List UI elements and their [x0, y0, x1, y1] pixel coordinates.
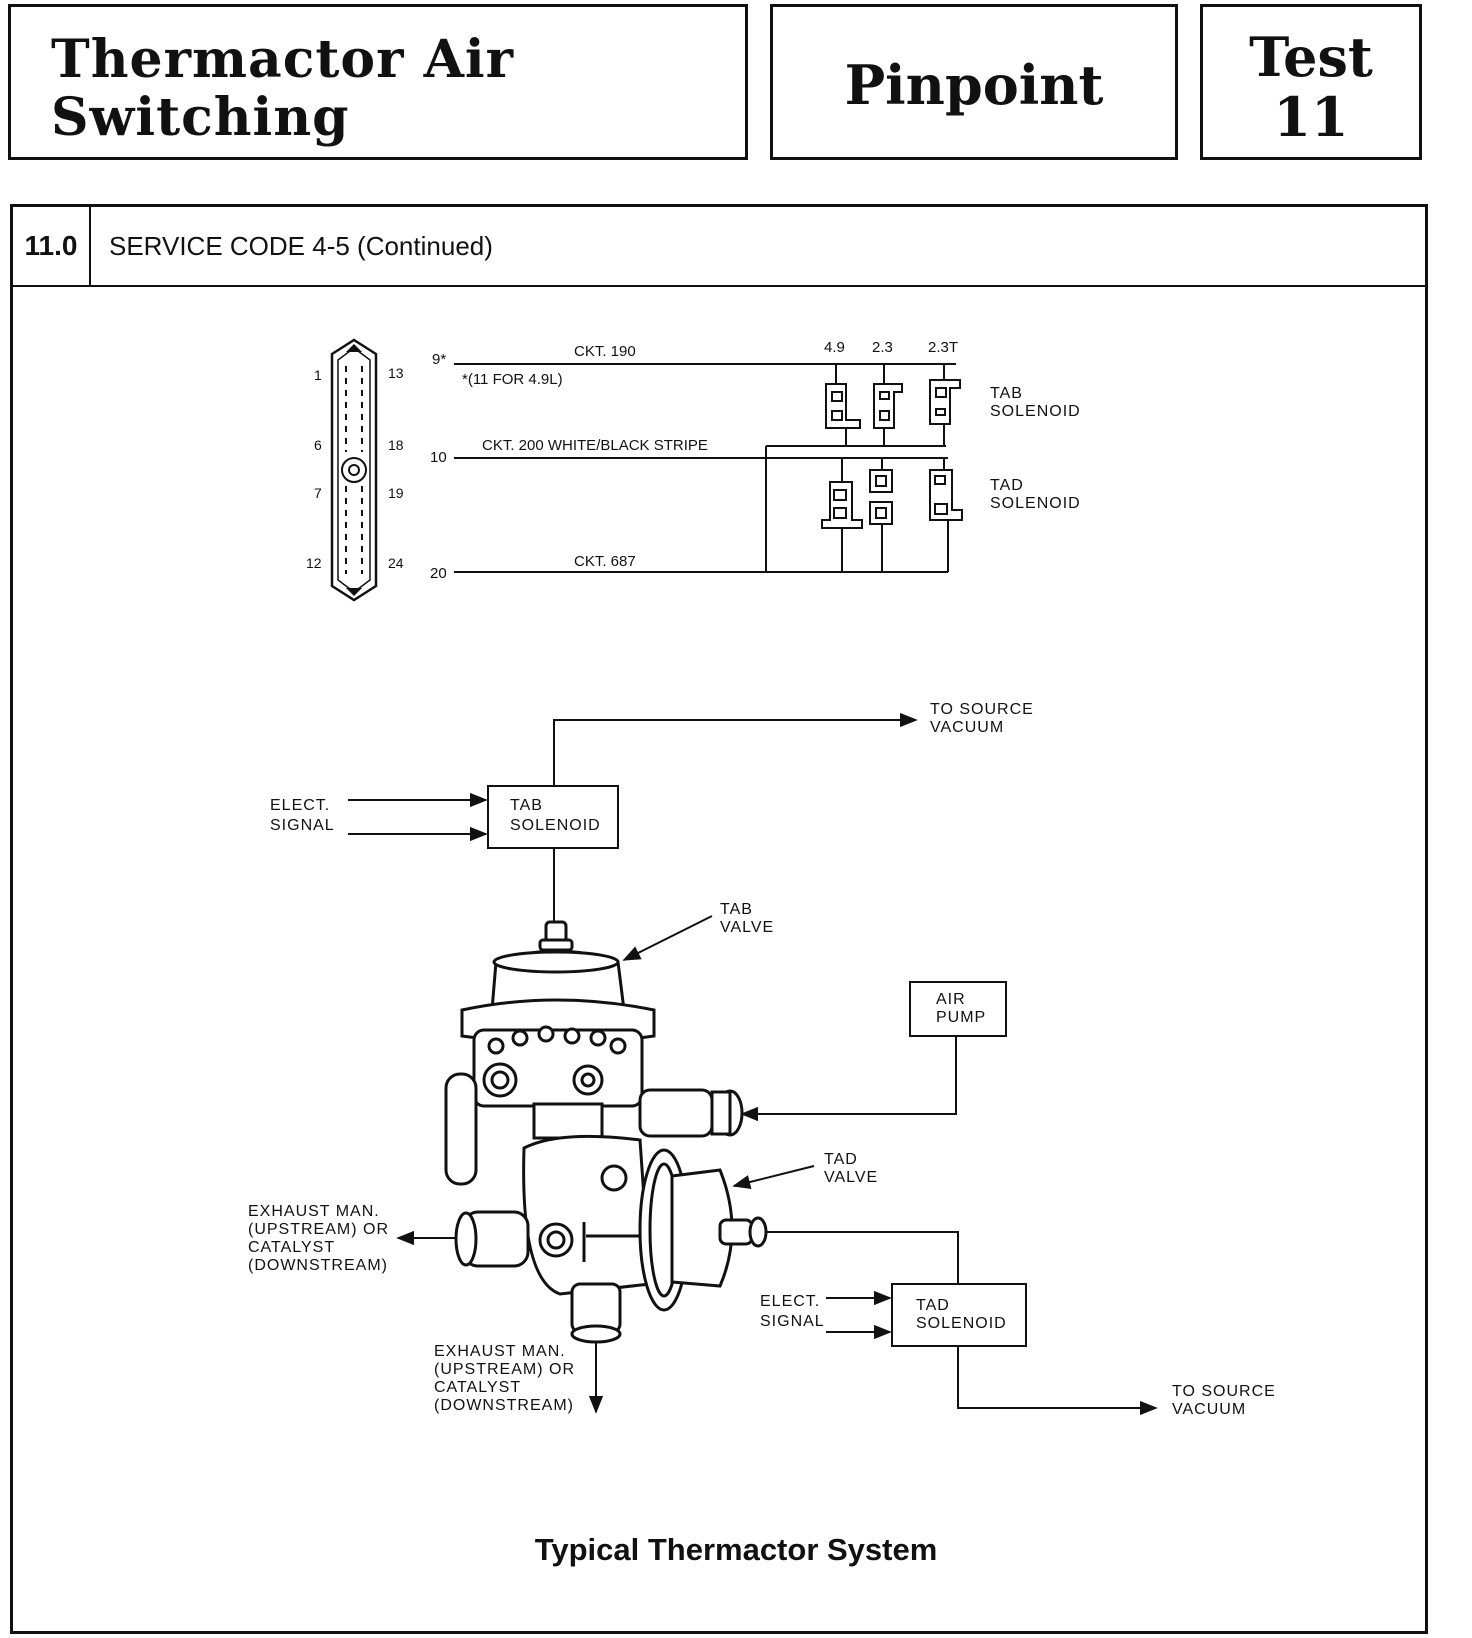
tad-connector-2-3 — [869, 469, 893, 493]
air-pump-text-2: PUMP — [936, 1009, 986, 1026]
pin-24: 24 — [388, 555, 404, 571]
air-pump-text-1: AIR — [936, 991, 966, 1008]
to-source-vacuum-1a: TO SOURCE — [930, 701, 1034, 718]
pin-7: 7 — [314, 485, 322, 501]
engine-4-9: 4.9 — [824, 339, 845, 356]
exhaust-bottom-4: (DOWNSTREAM) — [434, 1397, 574, 1414]
pin-13: 13 — [388, 365, 404, 381]
tab-connector-2-3t — [929, 379, 961, 425]
wire3-label: CKT. 687 — [574, 553, 636, 570]
exhaust-left-3: CATALYST — [248, 1239, 335, 1256]
exhaust-bottom-2: (UPSTREAM) OR — [434, 1361, 575, 1378]
air-pump-box — [909, 981, 1007, 1037]
wire1-note: *(11 FOR 4.9L) — [462, 371, 563, 388]
test-label: Test — [1249, 25, 1373, 89]
to-source-vacuum-1b: VACUUM — [930, 719, 1004, 736]
wire3-pin: 20 — [430, 565, 447, 582]
tad-solenoid-text-2: SOLENOID — [916, 1315, 1007, 1332]
tad-connector-4-9 — [821, 481, 863, 529]
system-lines — [348, 712, 1158, 1416]
tab-connector-4-9 — [825, 383, 861, 429]
header-test-box: Test 11 — [1200, 4, 1422, 160]
tad-connector-2-3t — [929, 469, 963, 521]
elect-signal-2a: ELECT. — [760, 1293, 820, 1310]
test-number: 11 — [1273, 85, 1349, 149]
header-title-box: Thermactor Air Switching — [8, 4, 748, 160]
exhaust-left-1: EXHAUST MAN. — [248, 1203, 380, 1220]
thermactor-valve-illustration — [444, 920, 768, 1344]
system-labels: TO SOURCE VACUUM ELECT. SIGNAL TAB SOLEN… — [248, 701, 1276, 1418]
pin-6: 6 — [314, 437, 322, 453]
tab-connector-2-3 — [873, 383, 903, 429]
exhaust-bottom-1: EXHAUST MAN. — [434, 1343, 566, 1360]
pin-18: 18 — [388, 437, 404, 453]
step-title: SERVICE CODE 4-5 (Continued) — [109, 231, 493, 261]
pin-12: 12 — [306, 555, 322, 571]
wire1-pin: 9* — [432, 351, 446, 368]
title-line-1: Thermactor Air — [51, 29, 515, 90]
pinpoint-label: Pinpoint — [844, 53, 1104, 117]
tad-solenoid-label-1: TAD — [990, 477, 1024, 494]
tad-valve-label-2: VALVE — [824, 1169, 878, 1186]
pin-19: 19 — [388, 485, 404, 501]
connector-diagram — [330, 338, 963, 602]
wire-labels: 9* *(11 FOR 4.9L) CKT. 190 10 CKT. 200 W… — [430, 339, 1081, 582]
test-label-group: Test 11 — [1203, 27, 1419, 147]
tab-solenoid-text-2: SOLENOID — [510, 817, 601, 834]
tab-solenoid-label-1: TAB — [990, 385, 1023, 402]
wire1-label: CKT. 190 — [574, 343, 636, 360]
tab-valve-label-1: TAB — [720, 901, 753, 918]
tad-solenoid-text-1: TAD — [916, 1297, 950, 1314]
tab-solenoid-label-2: SOLENOID — [990, 403, 1081, 420]
to-source-vacuum-2b: VACUUM — [1172, 1401, 1246, 1418]
connector-bolt-icon — [341, 457, 367, 483]
engine-2-3t: 2.3T — [928, 339, 958, 356]
title-line-2: Switching — [51, 87, 350, 148]
elect-signal-2b: SIGNAL — [760, 1313, 825, 1330]
panel-divider — [13, 285, 1425, 287]
exhaust-left-4: (DOWNSTREAM) — [248, 1257, 388, 1274]
exhaust-left-2: (UPSTREAM) OR — [248, 1221, 389, 1238]
header-pinpoint-box: Pinpoint — [770, 4, 1178, 160]
tab-solenoid-text-1: TAB — [510, 797, 543, 814]
engine-2-3: 2.3 — [872, 339, 893, 356]
exhaust-bottom-3: CATALYST — [434, 1379, 521, 1396]
step-number: 11.0 — [13, 207, 91, 285]
wire2-label: CKT. 200 WHITE/BLACK STRIPE — [482, 437, 708, 454]
step-panel: 11.0 SERVICE CODE 4-5 (Continued) — [10, 204, 1428, 1634]
page-title: Thermactor Air Switching — [51, 31, 514, 147]
tad-valve-label-1: TAD — [824, 1151, 858, 1168]
elect-signal-1a: ELECT. — [270, 797, 330, 814]
pin-1: 1 — [314, 367, 322, 383]
connector-labels: 1 6 7 12 13 18 19 24 — [306, 365, 404, 571]
wire2-pin: 10 — [430, 449, 447, 466]
tab-valve-label-2: VALVE — [720, 919, 774, 936]
figure-caption: Typical Thermactor System — [534, 1532, 938, 1567]
to-source-vacuum-2a: TO SOURCE — [1172, 1383, 1276, 1400]
elect-signal-1b: SIGNAL — [270, 817, 335, 834]
ecu-connector — [330, 338, 378, 602]
tad-solenoid-label-2: SOLENOID — [990, 495, 1081, 512]
